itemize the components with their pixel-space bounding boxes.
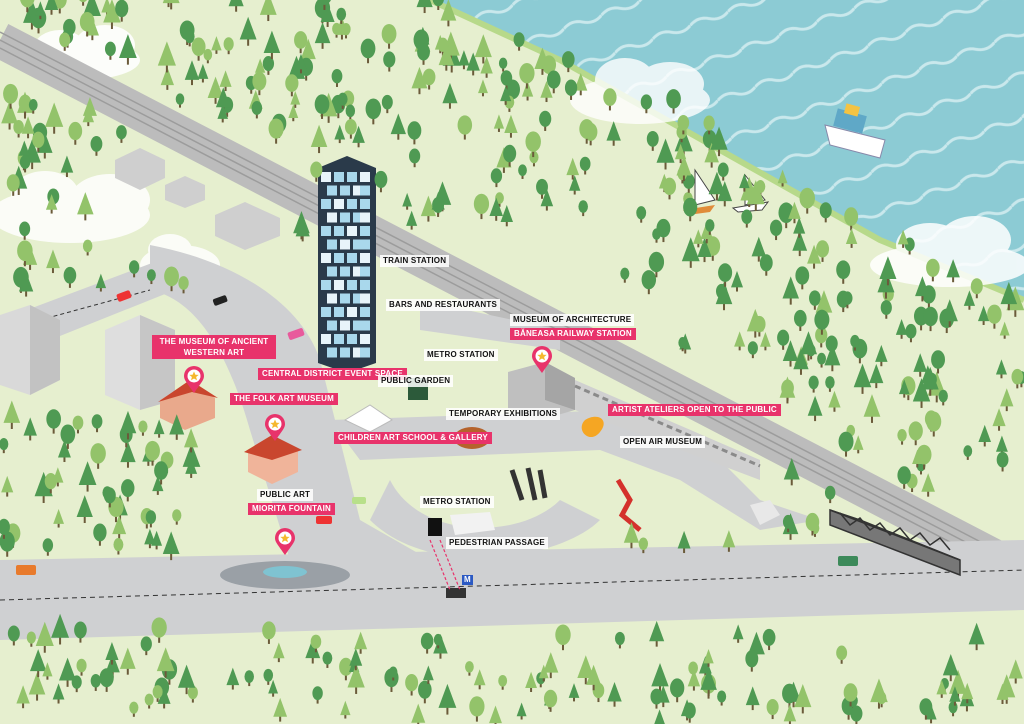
- house-cluster: [115, 148, 280, 250]
- label-pedestrian-passage[interactable]: PEDESTRIAN PASSAGE: [446, 537, 548, 549]
- label-line-2: WESTERN ART: [183, 348, 245, 357]
- pedestrian-passage-entrance: [446, 588, 466, 598]
- star-map-pin-icon[interactable]: [274, 528, 296, 556]
- children-art-school-building: [343, 404, 393, 433]
- open-air-sculptures: [450, 416, 780, 535]
- grey-building-mid: [105, 315, 175, 410]
- label-public-garden[interactable]: PUBLIC GARDEN: [378, 375, 454, 387]
- grey-building-left: [0, 305, 60, 395]
- label-central-district-event-space[interactable]: CENTRAL DISTRICT EVENT SPACE: [258, 368, 407, 380]
- label-folk-art-museum[interactable]: THE FOLK ART MUSEUM: [230, 393, 338, 405]
- metro-entrance: [428, 518, 442, 536]
- label-open-air-museum[interactable]: OPEN AIR MUSEUM: [620, 436, 706, 448]
- cloud-left: [0, 171, 150, 243]
- label-metro-station-bottom[interactable]: METRO STATION: [420, 496, 494, 508]
- label-train-station[interactable]: TRAIN STATION: [380, 255, 450, 267]
- fountain-water: [263, 566, 307, 578]
- label-metro-station-top[interactable]: METRO STATION: [424, 349, 498, 361]
- railway-line: [0, 24, 1009, 576]
- metro-m-icon: M: [462, 575, 473, 585]
- label-artist-ateliers[interactable]: ARTIST ATELIERS OPEN TO THE PUBLIC: [608, 404, 781, 416]
- cloud-water-top: [570, 58, 710, 124]
- ancient-western-art-building: [158, 380, 218, 430]
- label-public-art[interactable]: PUBLIC ART: [257, 489, 314, 501]
- label-line-1: THE MUSEUM OF ANCIENT: [159, 337, 269, 346]
- label-museum-of-architecture[interactable]: MUSEUM OF ARCHITECTURE: [510, 314, 635, 326]
- cloud-water-right: [870, 216, 1024, 287]
- railway-bridge: [829, 508, 961, 577]
- central-tower: [318, 156, 376, 373]
- lake-water: [430, 0, 1024, 300]
- label-museum-ancient-western-art[interactable]: THE MUSEUM OF ANCIENT WESTERN ART: [152, 335, 276, 359]
- cruise-ship: [824, 103, 886, 159]
- label-bars-restaurants[interactable]: BARS AND RESTAURANTS: [386, 299, 500, 311]
- label-miorita-fountain[interactable]: MIORITA FOUNTAIN: [248, 503, 336, 515]
- star-map-pin-icon[interactable]: [531, 346, 553, 374]
- star-map-pin-icon[interactable]: [264, 414, 286, 442]
- label-baneasa-railway-station[interactable]: BĂNEASA RAILWAY STATION: [510, 328, 636, 340]
- star-map-pin-icon[interactable]: [183, 366, 205, 394]
- label-children-art-school[interactable]: CHILDREN ART SCHOOL & GALLERY: [334, 432, 492, 444]
- folk-art-building: [244, 435, 302, 484]
- label-temporary-exhibitions[interactable]: TEMPORARY EXHIBITIONS: [446, 408, 561, 420]
- vehicles: [16, 290, 858, 575]
- road-dashed-line: [39, 289, 151, 321]
